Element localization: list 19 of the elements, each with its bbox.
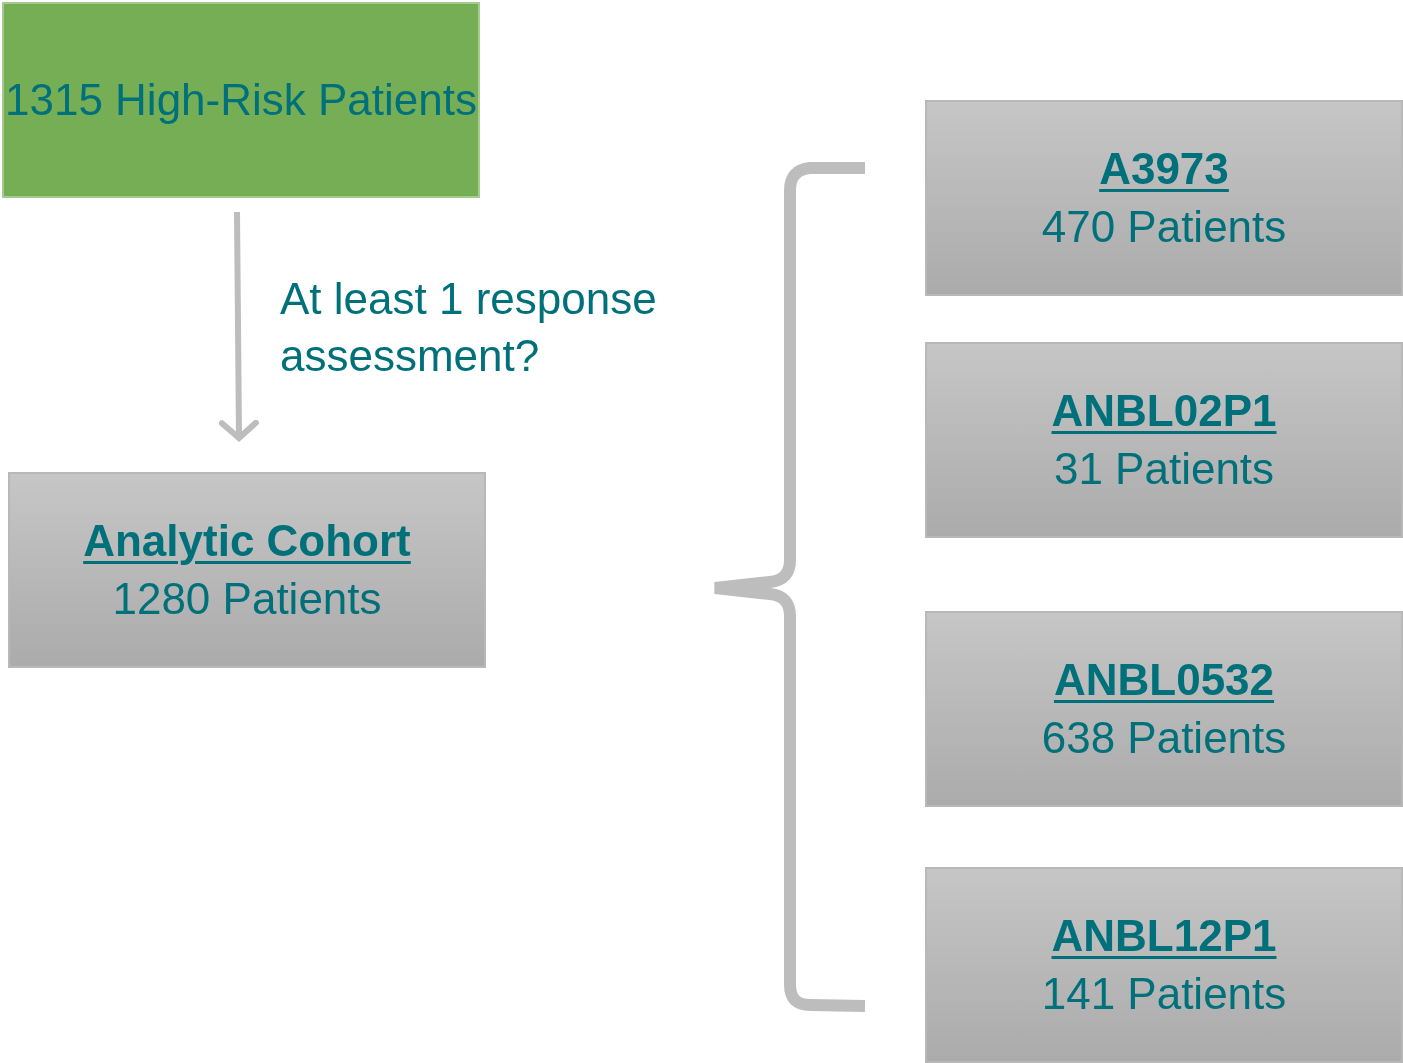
box-heading: ANBL12P1 <box>1051 910 1277 962</box>
box-text: 141 Patients <box>1041 968 1287 1020</box>
box-text: 1315 High-Risk Patients <box>5 74 477 126</box>
box-heading: ANBL0532 <box>1053 654 1275 706</box>
box-text: 470 Patients <box>1041 201 1287 253</box>
study-box <box>925 611 1403 807</box>
start-box <box>2 2 480 198</box>
edge-label: At least 1 response assessment? <box>280 273 658 382</box>
study-box <box>8 472 486 668</box>
box-heading: ANBL02P1 <box>1051 385 1277 437</box>
box-text: 1280 Patients <box>112 573 382 625</box>
box-heading: A3973 <box>1099 143 1229 195</box>
arrow <box>218 211 259 441</box>
box-text: 31 Patients <box>1053 443 1275 495</box>
study-box <box>925 100 1403 296</box>
box-text: 638 Patients <box>1041 712 1287 764</box>
box-heading: Analytic Cohort <box>83 515 411 567</box>
study-box <box>925 867 1403 1063</box>
study-box <box>925 342 1403 538</box>
